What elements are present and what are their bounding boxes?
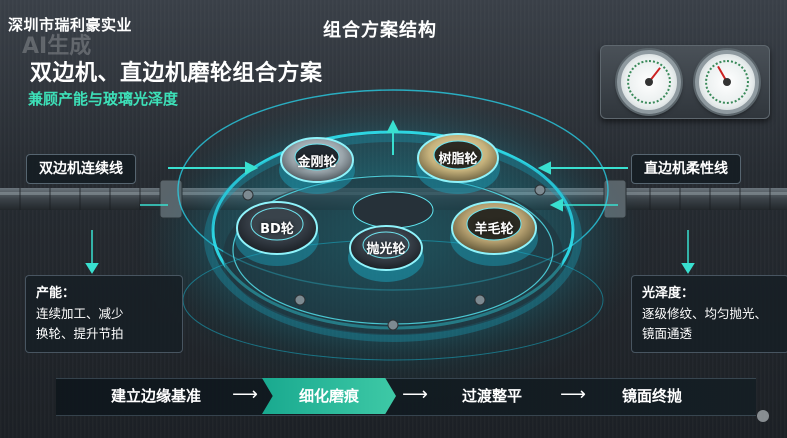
wheel-label-bd: BD轮 <box>260 222 294 237</box>
headline: 双边机、直边机磨轮组合方案 <box>30 61 323 86</box>
wheel-bd <box>235 201 319 266</box>
arrow-right-icon: ⟶ <box>232 384 258 405</box>
wheel-label-resin: 树脂轮 <box>438 152 478 167</box>
subheadline: 兼顾产能与玻璃光泽度 <box>28 90 179 108</box>
info-line: 换轮、提升节拍 <box>36 326 124 341</box>
process-flow-bar <box>56 378 756 416</box>
info-line: 逐级修纹、均匀抛光、 <box>642 306 768 321</box>
wheel-resin <box>416 133 500 194</box>
info-box-capacity: 产能： 连续加工、减少 换轮、提升节拍 <box>25 275 183 353</box>
info-title: 光泽度： <box>642 286 695 301</box>
info-line: 连续加工、减少 <box>36 306 124 321</box>
pressure-gauge-icon <box>695 50 759 114</box>
flow-arrows <box>85 119 695 274</box>
pressure-gauge-icon <box>617 50 681 114</box>
gauge-panel <box>600 45 770 119</box>
wheel-label-polish: 抛光轮 <box>366 242 406 257</box>
wheel-label-diamond: 金刚轮 <box>297 155 337 170</box>
tag-straight-edge-line: 直边机柔性线 <box>631 154 741 184</box>
arrow-right-icon: ⟶ <box>402 384 428 405</box>
tag-double-edge-line: 双边机连续线 <box>26 154 136 184</box>
arrow-right-icon: ⟶ <box>560 384 586 405</box>
wheel-label-wool: 羊毛轮 <box>474 222 514 237</box>
step-transition-level: 过渡整平 <box>461 387 522 405</box>
info-title: 产能： <box>36 286 76 301</box>
step-mirror-finish: 镜面终抛 <box>621 387 682 405</box>
step-refine-marks: 细化磨痕 <box>262 378 396 414</box>
page-title: 组合方案结构 <box>323 20 437 41</box>
wheel-polish <box>348 225 424 282</box>
wheel-wool <box>450 201 538 266</box>
info-line: 镜面通透 <box>642 326 693 341</box>
step-edge-baseline: 建立边缘基准 <box>110 387 201 405</box>
wheel-diamond <box>279 137 355 194</box>
company-name: 深圳市瑞利豪实业 <box>8 16 133 34</box>
info-box-gloss: 光泽度： 逐级修纹、均匀抛光、 镜面通透 <box>631 275 787 353</box>
watermark: AI生成 <box>22 34 92 59</box>
sparkle-icon <box>757 410 769 422</box>
